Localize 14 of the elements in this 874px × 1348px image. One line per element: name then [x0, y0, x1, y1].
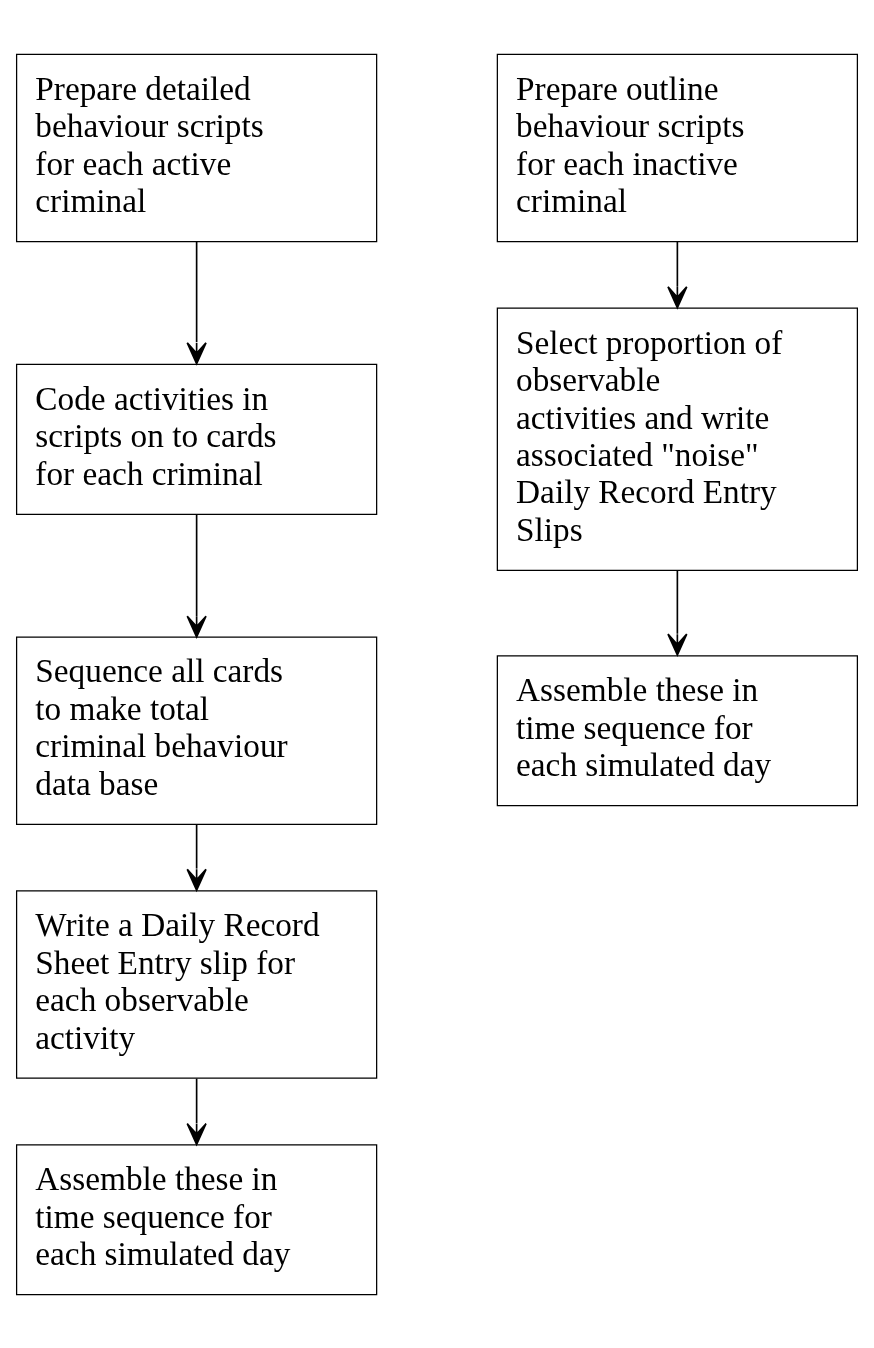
- arrow: [667, 569, 688, 656]
- arrow: [186, 823, 207, 891]
- node-box: Prepare outline behaviour scripts for each inactive criminal: [496, 53, 858, 242]
- arrow: [186, 513, 207, 638]
- node-box: Select proportion of observable activities and write associated "noise" Daily Record Entry Slips: [496, 307, 858, 571]
- node-box: Assemble these in time sequence for each simulated day: [16, 1143, 378, 1295]
- node-box: Code activities in scripts on to cards for each criminal: [16, 363, 378, 515]
- arrow: [186, 1077, 207, 1145]
- node-box: Assemble these in time sequence for each simulated day: [496, 654, 858, 806]
- arrow: [186, 240, 207, 364]
- node-box: Write a Daily Record Sheet Entry slip for each observable activity: [16, 889, 378, 1079]
- node-box: Prepare detailed behaviour scripts for each active criminal: [16, 53, 378, 242]
- node-box: Sequence all cards to make total criminal behaviour data base: [16, 635, 378, 825]
- arrow: [667, 240, 688, 309]
